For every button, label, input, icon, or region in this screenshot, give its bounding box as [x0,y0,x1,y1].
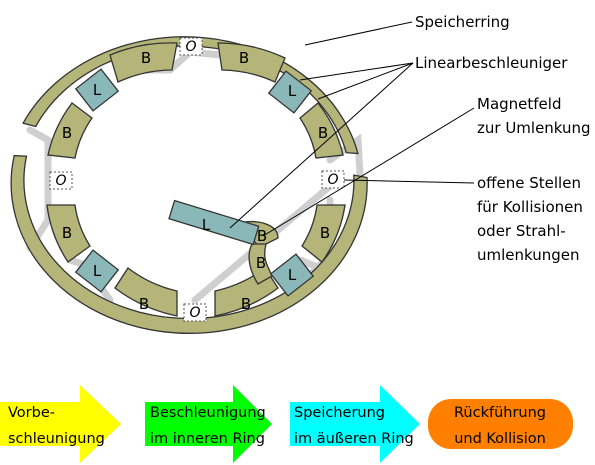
storage-ring-leader [304,21,413,46]
open-label: O [189,305,200,321]
bend-label: B [257,227,267,245]
linac-label: L [93,81,102,99]
bend-label: B [62,224,72,242]
storage-ring-lower-arc [10,154,368,334]
bend-label: B [141,49,151,67]
stage-label-line2: im inneren Ring [150,431,265,447]
stage-arrow-preacceleration [0,385,121,463]
open-slot [183,303,207,322]
bend-magnet [109,42,178,83]
bend-magnet [301,204,346,263]
open-label-line1: offene Stellen [477,174,581,192]
stage-label-line1: Beschleunigung [150,405,266,421]
magnet-label-line1: Magnetfeld [477,95,561,113]
bend-label: B [320,224,330,242]
linac-label: L [288,266,297,284]
bend-magnet [46,204,91,263]
open-slot [321,170,345,189]
linac-leader [229,62,414,229]
stage-label-line1: Speicherung [294,405,385,421]
linac-leader [299,62,414,81]
bending-magnets [46,42,346,317]
bend-label: B [139,295,149,313]
open-label: O [185,39,196,55]
bend-label: B [62,124,72,142]
lower-right-pipe [296,256,319,270]
stage-label-line1: Vorbe- [8,405,55,421]
open-slot [179,37,203,56]
linacs [74,68,315,297]
stage-label-line1: Rückführung [454,405,546,421]
stage-label-line2: schleunigung [8,431,105,447]
open-label: O [327,172,338,188]
bend-magnet [217,42,286,83]
linac-block [269,253,315,297]
open-label-line2: für Kollisionen [477,198,583,216]
linac-block [74,68,120,112]
open-label: O [55,173,66,189]
linac-annotation: Linearbeschleuniger [415,54,568,72]
stage-label-line2: im äußeren Ring [294,431,414,447]
open-slots [49,37,345,322]
storage-ring-label: Speicherring [415,13,510,31]
bend-label: B [318,124,328,142]
bend-magnet [299,102,344,159]
annotations: Speicherring Linearbeschleuniger Magnetf… [415,13,591,264]
stage-box-collision [428,399,573,449]
open-label-line3: oder Strahl- [477,222,566,240]
linac-injector [168,199,260,246]
stage-arrow-storage [290,385,420,463]
magnet-label-line2: zur Umlenkung [477,119,591,137]
magnet-leader [262,107,475,237]
segment-letters: B B B B B B B B B B L L L L L O O O O [55,39,338,321]
bend-label: B [241,295,251,313]
left-bypass-pipe [26,126,52,252]
linac-block [74,249,120,293]
linac-label: L [202,216,211,234]
stage-label-line2: und Kollision [454,431,546,447]
bend-label: B [256,254,266,272]
leader-lines [229,21,475,237]
linac-label: L [93,262,102,280]
open-slot-leader [343,179,475,184]
bend-magnet [114,267,178,317]
linac-leader [317,62,414,100]
open-label-line4: umlenkungen [477,246,580,264]
bend-label: B [239,49,249,67]
bend-magnet [47,102,93,159]
linac-label: L [288,82,297,100]
open-slot [49,171,73,190]
linac-block [267,70,313,114]
stage-arrow-acceleration [145,385,272,463]
process-stages: Vorbe- schleunigung Beschleunigung im in… [0,385,573,463]
